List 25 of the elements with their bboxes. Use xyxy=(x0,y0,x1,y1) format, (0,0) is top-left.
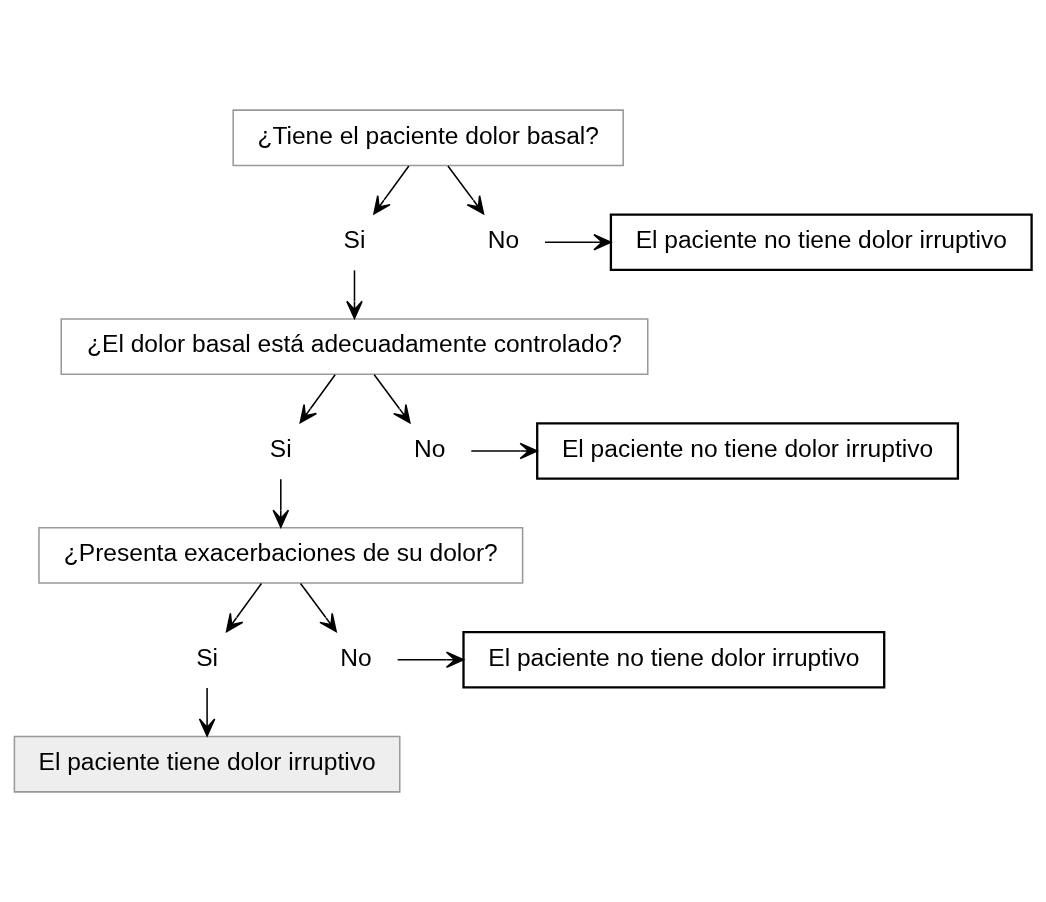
arrow xyxy=(225,582,263,633)
node-text: Si xyxy=(196,643,219,671)
node-text: No xyxy=(340,643,372,671)
arrow xyxy=(373,165,410,215)
arrow xyxy=(396,651,465,669)
arrow xyxy=(198,687,216,737)
arrow xyxy=(346,269,363,320)
node-text: Si xyxy=(269,434,292,462)
node-box: ¿Tiene el paciente dolor basal? xyxy=(232,109,624,167)
node-text: No xyxy=(487,226,520,254)
node-box: El paciente no tiene dolor irruptivo xyxy=(462,631,886,689)
node-box: ¿Presenta exacerbaciones de su dolor? xyxy=(38,527,524,584)
arrow xyxy=(470,442,538,460)
arrow xyxy=(447,165,485,215)
arrow xyxy=(299,374,336,424)
arrow xyxy=(272,478,290,528)
node-text: Si xyxy=(343,226,366,254)
node-box: ¿El dolor basal está adecuadamente controlado? xyxy=(60,318,649,375)
node-box: El paciente tiene dolor irruptivo xyxy=(13,735,401,793)
arrow xyxy=(299,582,337,633)
node-box: El paciente no tiene dolor irruptivo xyxy=(536,422,960,480)
arrow xyxy=(373,374,411,424)
arrow xyxy=(544,233,612,251)
node-text: No xyxy=(414,434,446,462)
node-box: El paciente no tiene dolor irruptivo xyxy=(609,213,1033,271)
